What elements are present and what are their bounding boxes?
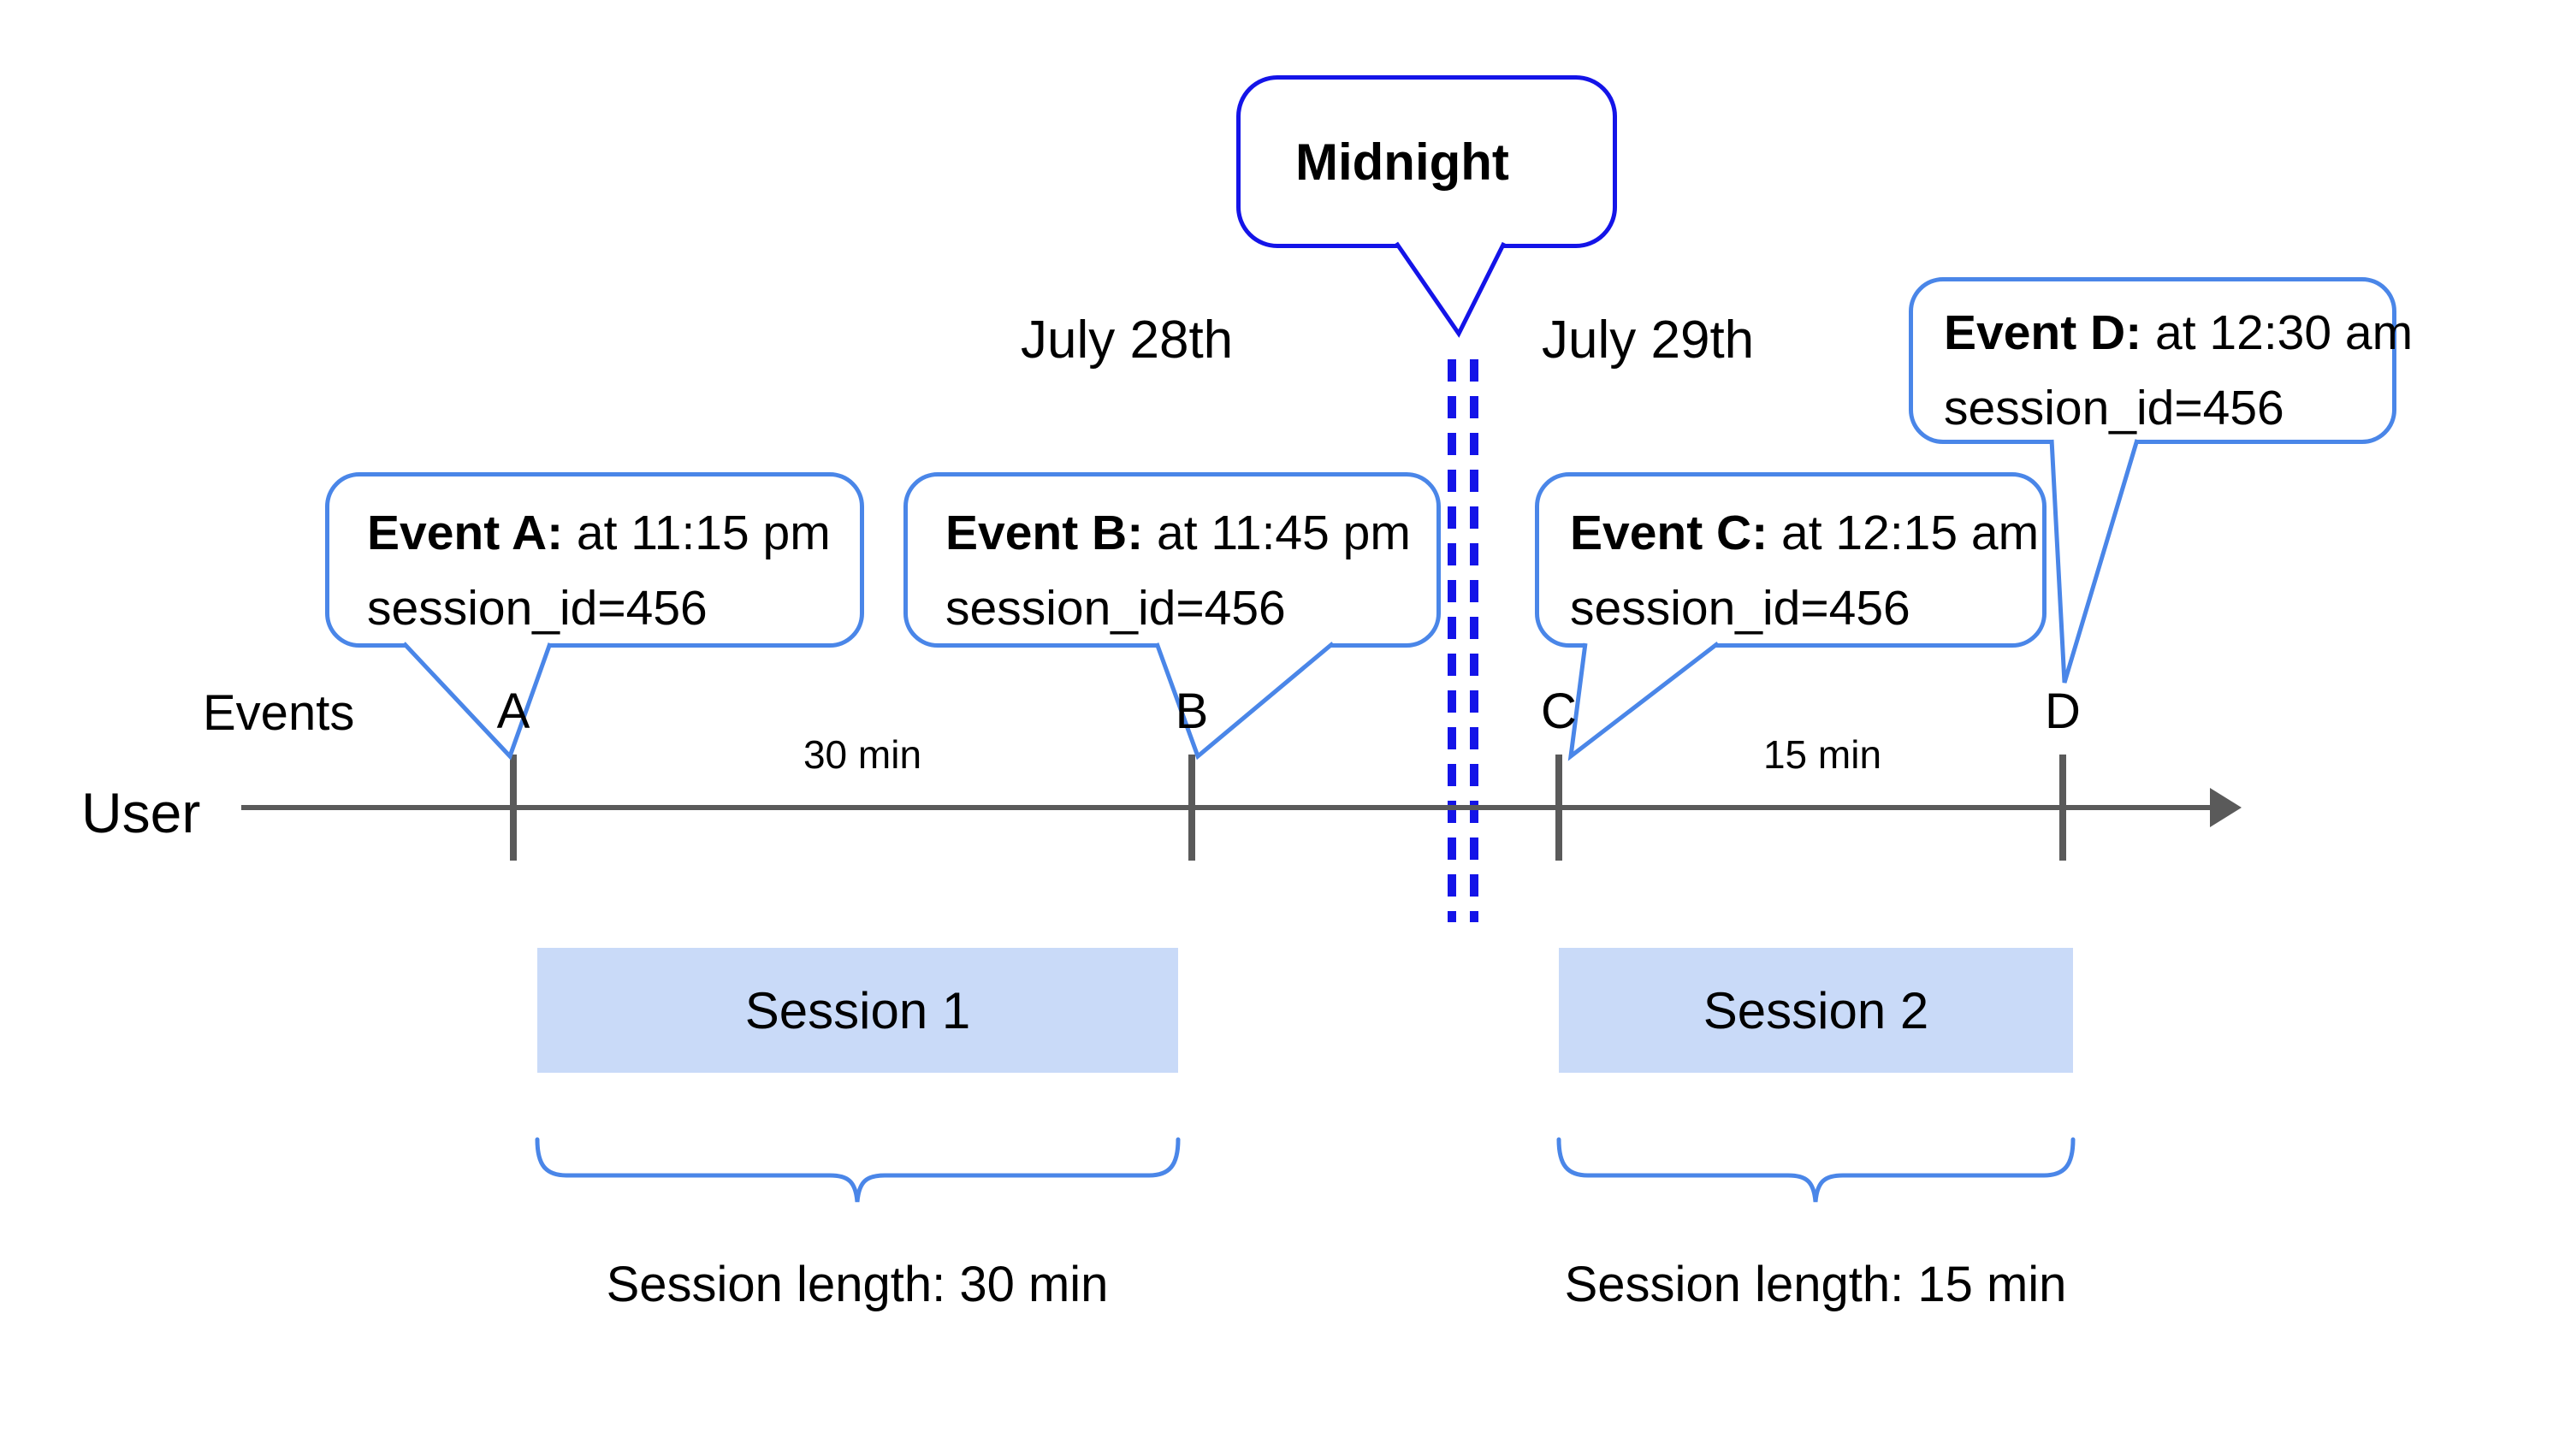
session1-label: Session 1 — [744, 981, 971, 1039]
event-d-time: at 12:30 am — [2141, 305, 2414, 360]
session2-brace — [1556, 1137, 2076, 1203]
midnight-tail — [1394, 241, 1507, 338]
session2-length-label: Session length: 15 min — [1564, 1257, 2067, 1312]
date-label-july-28: July 28th — [1021, 311, 1234, 370]
event-c-time: at 12:15 am — [1768, 506, 2040, 560]
user-axis-label: User — [81, 781, 201, 844]
event-c-letter: C — [1541, 684, 1577, 739]
event-a-letter: A — [496, 684, 530, 739]
event-a-callout: Event A: at 11:15 pm session_id=456 — [325, 472, 864, 648]
event-b-time: at 11:45 pm — [1143, 506, 1411, 560]
interval-30min-label: 30 min — [803, 732, 922, 777]
event-b-callout-text: Event B: at 11:45 pm session_id=456 — [945, 495, 1411, 646]
session2-box: Session 2 — [1559, 948, 2073, 1073]
event-c-title: Event C: — [1570, 506, 1768, 560]
event-d-title: Event D: — [1944, 305, 2142, 360]
event-a-line1: Event A: at 11:15 pm — [367, 495, 831, 571]
midnight-callout: Midnight — [1236, 75, 1617, 248]
event-b-letter: B — [1175, 684, 1209, 739]
session1-box: Session 1 — [537, 948, 1178, 1073]
event-a-line2: session_id=456 — [367, 581, 708, 636]
event-d-callout: Event D: at 12:30 am session_id=456 — [1909, 277, 2413, 444]
session1-length-label: Session length: 30 min — [606, 1257, 1109, 1312]
date-label-july-29: July 29th — [1542, 311, 1755, 370]
session1-brace — [535, 1137, 1181, 1203]
session2-label: Session 2 — [1703, 981, 1929, 1039]
event-d-line2: session_id=456 — [1944, 381, 2284, 435]
event-b-line2: session_id=456 — [945, 581, 1286, 636]
event-c-tail — [1567, 642, 1720, 761]
event-a-title: Event A: — [367, 506, 564, 560]
event-d-callout-text: Event D: at 12:30 am session_id=456 — [1944, 295, 2413, 446]
event-a-callout-text: Event A: at 11:15 pm session_id=456 — [367, 495, 831, 646]
event-c-tail-fill — [1571, 641, 1718, 756]
event-d-tail-fill — [2052, 437, 2137, 683]
midnight-tail-fill — [1396, 241, 1504, 334]
midnight-label: Midnight — [1295, 133, 1509, 191]
events-axis-label: Events — [203, 685, 355, 741]
event-a-time: at 11:15 pm — [563, 506, 831, 560]
event-b-line1: Event B: at 11:45 pm — [945, 495, 1411, 571]
event-d-tail — [2049, 439, 2140, 684]
event-d-line1: Event D: at 12:30 am — [1944, 295, 2413, 370]
timeline-arrowhead-icon — [2210, 788, 2242, 827]
event-b-title: Event B: — [945, 506, 1144, 560]
event-c-callout: Event C: at 12:15 am session_id=456 — [1535, 472, 2047, 648]
event-c-line2: session_id=456 — [1570, 581, 1910, 636]
event-d-letter: D — [2045, 684, 2081, 739]
event-c-line1: Event C: at 12:15 am — [1570, 495, 2039, 571]
event-c-callout-text: Event C: at 12:15 am session_id=456 — [1570, 495, 2039, 646]
interval-15min-label: 15 min — [1762, 732, 1882, 777]
event-b-callout: Event B: at 11:45 pm session_id=456 — [903, 472, 1441, 648]
